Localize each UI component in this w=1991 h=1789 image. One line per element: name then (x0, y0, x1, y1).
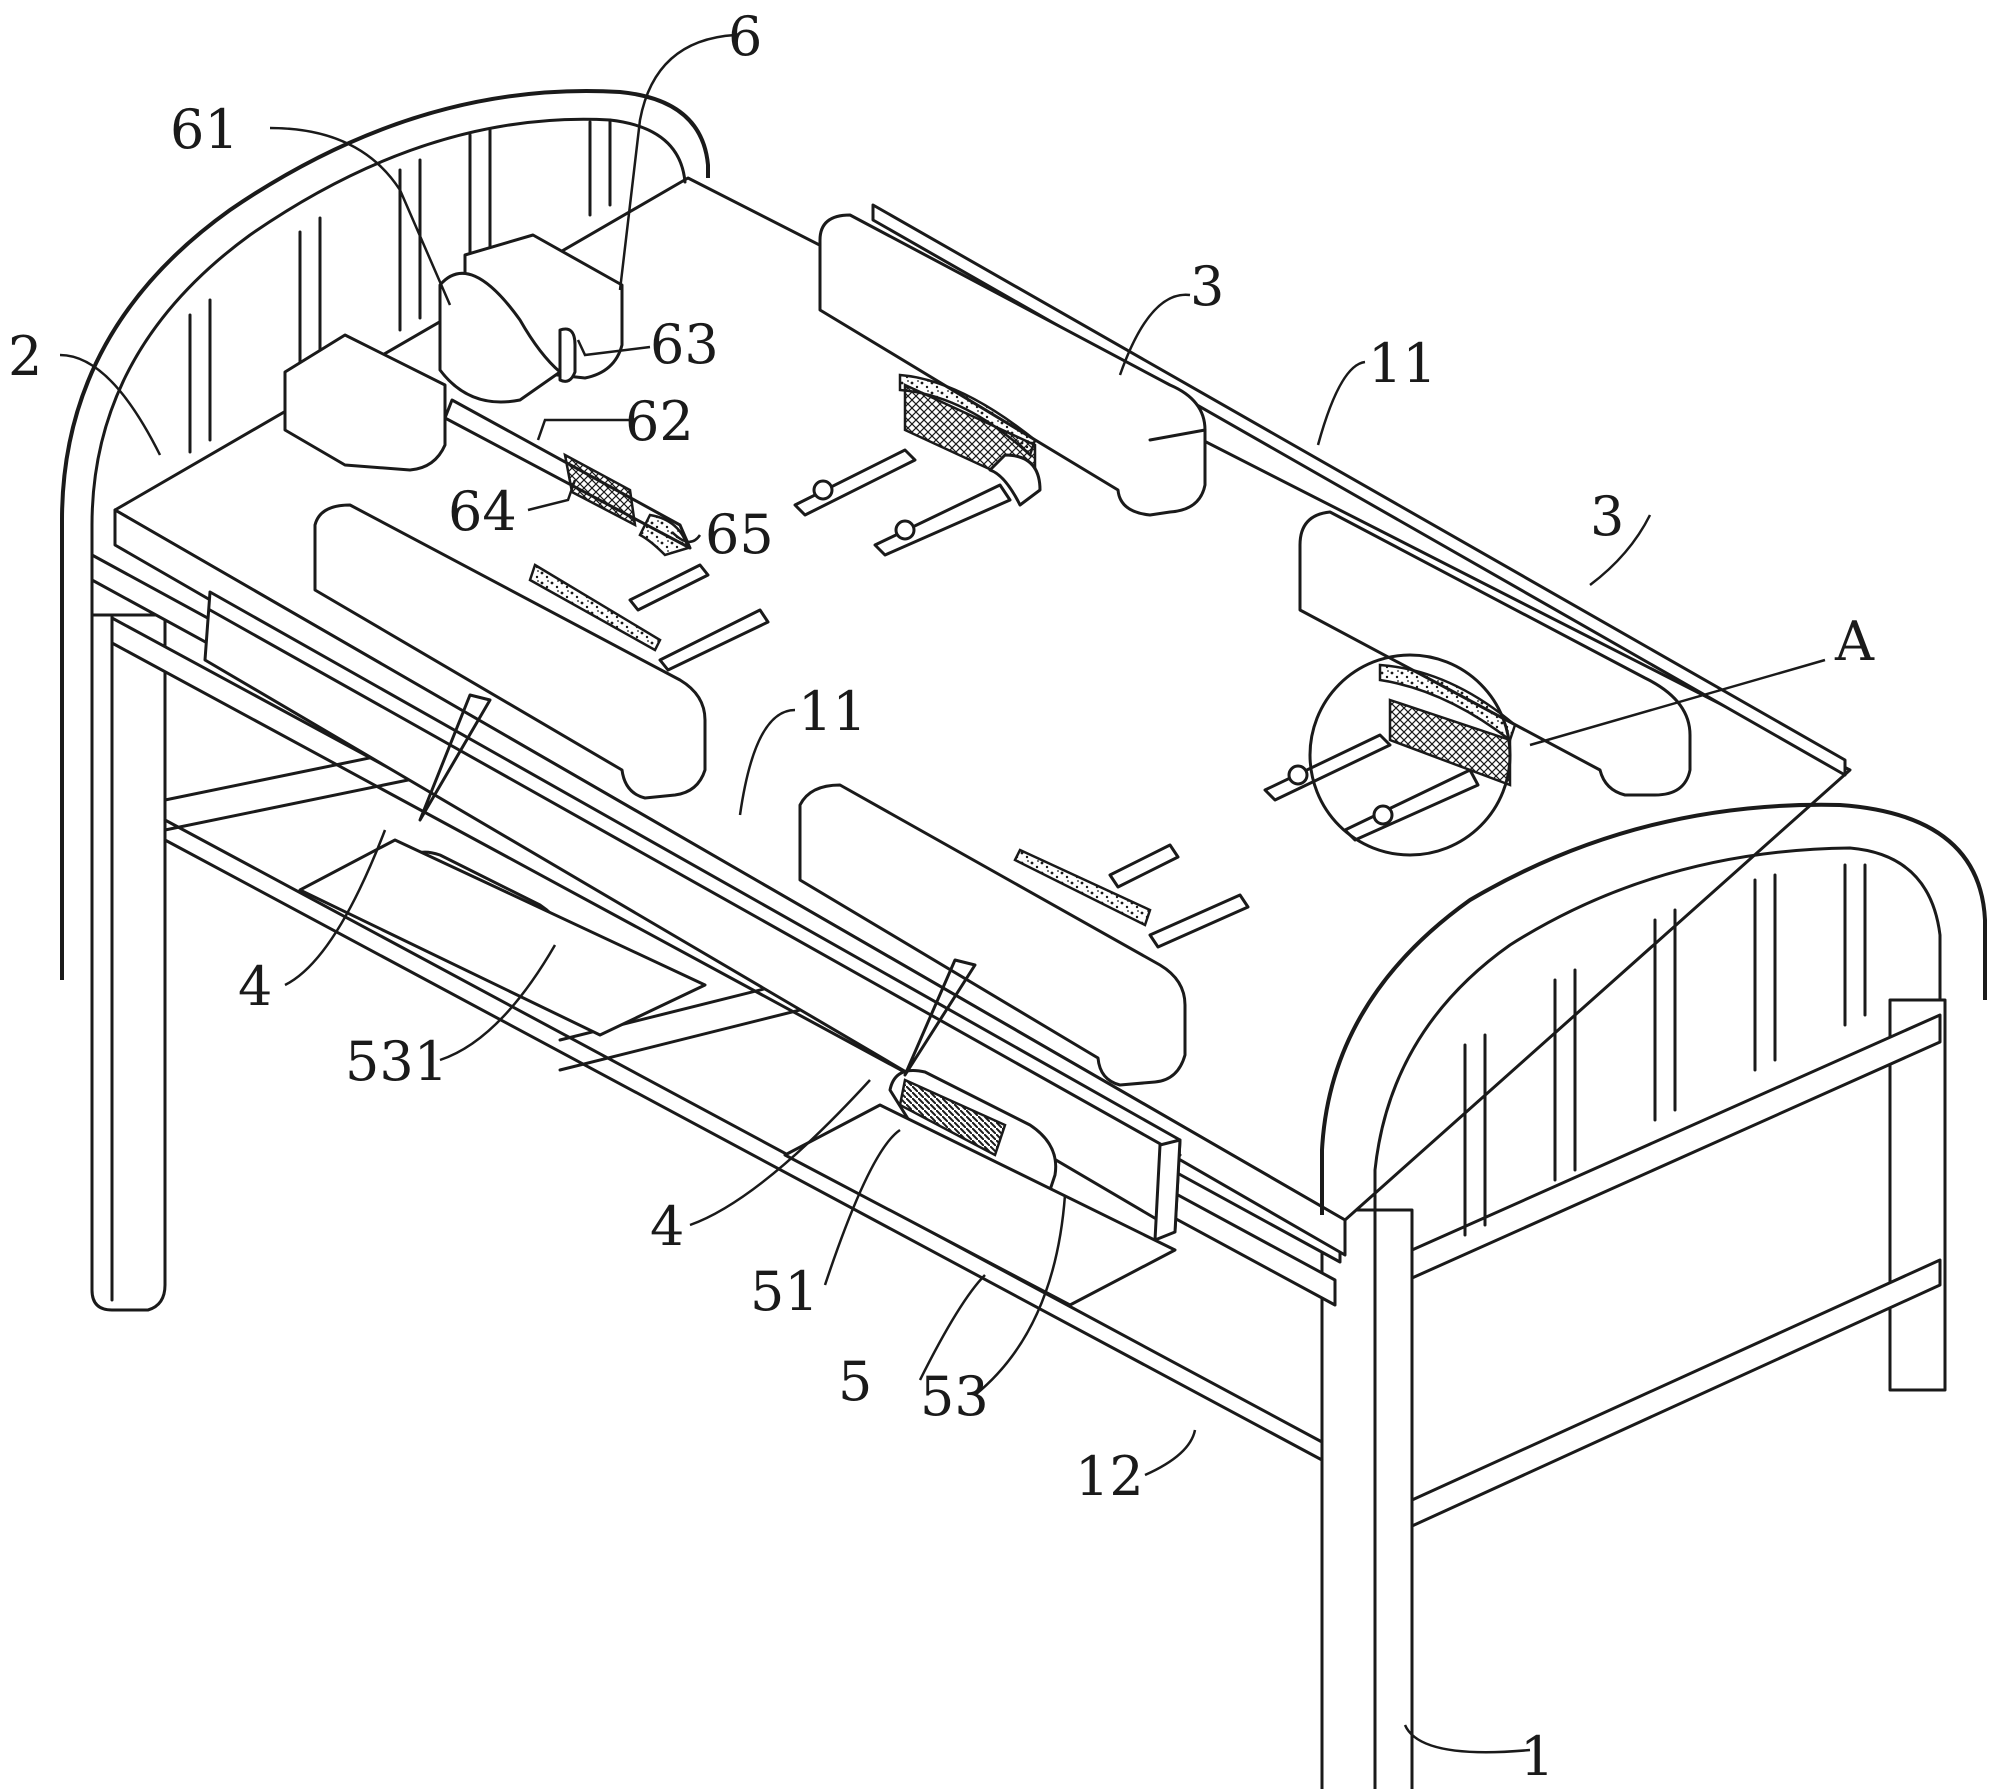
label-4-right: 4 (650, 1195, 684, 1258)
label-11-far: 11 (1368, 332, 1437, 395)
label-2: 2 (8, 325, 42, 388)
label-4-left: 4 (238, 955, 272, 1018)
label-12: 12 (1075, 1445, 1144, 1508)
label-53: 53 (920, 1365, 989, 1428)
label-3-upper: 3 (1190, 255, 1224, 318)
label-A: A (1834, 610, 1875, 673)
label-64: 64 (448, 480, 517, 543)
label-5: 5 (838, 1350, 872, 1413)
label-1: 1 (1520, 1725, 1554, 1788)
label-3-lower: 3 (1590, 485, 1624, 548)
label-11-near: 11 (798, 680, 867, 743)
label-62: 62 (625, 390, 694, 453)
label-531: 531 (345, 1030, 448, 1093)
label-6: 6 (728, 5, 762, 68)
label-63: 63 (650, 313, 719, 376)
label-61: 61 (170, 98, 239, 161)
label-65: 65 (705, 503, 774, 566)
label-51: 51 (750, 1260, 819, 1323)
